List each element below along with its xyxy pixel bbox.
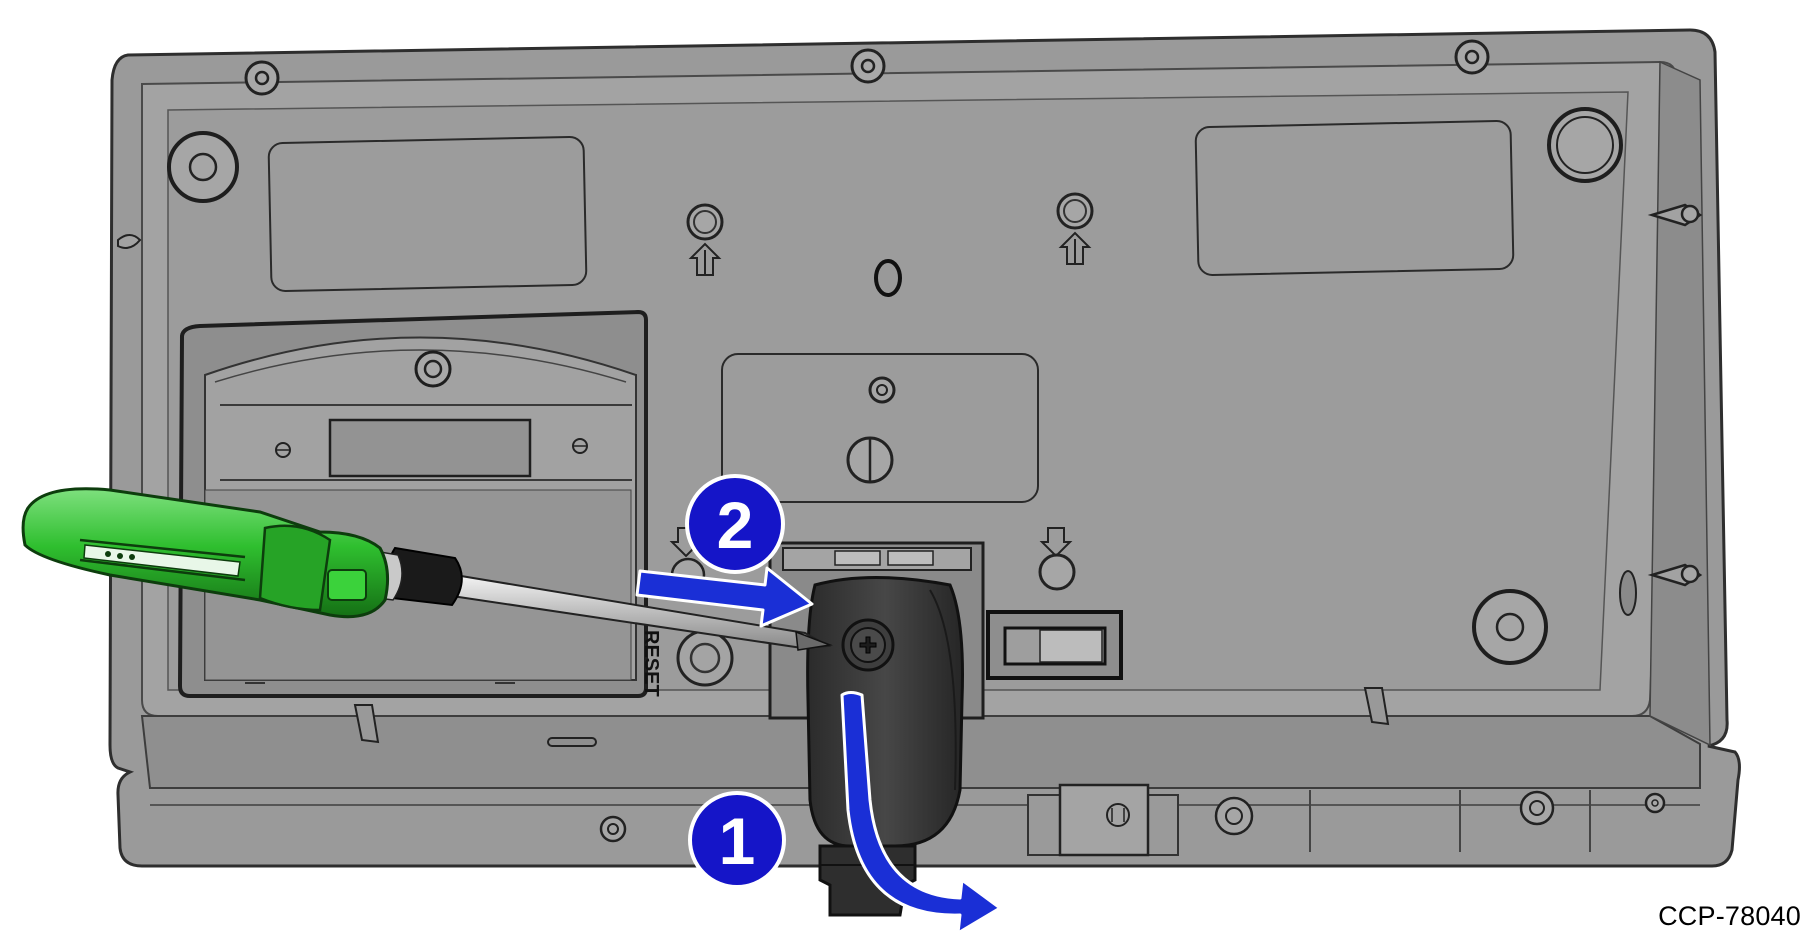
label-recess-left [267, 135, 588, 292]
down-arrow-marker [1039, 527, 1073, 558]
right-side-clip-lower [1647, 563, 1703, 587]
compartment-slot [328, 418, 532, 478]
screw-post-top-center [850, 48, 886, 84]
screwdriver-tip [795, 630, 833, 651]
mounting-hole-left [686, 203, 724, 241]
bottom-clip-left [353, 704, 380, 744]
bracket-screw [841, 618, 895, 672]
up-arrow-marker-right [1058, 231, 1092, 265]
callout-2-number: 2 [717, 488, 754, 562]
bottom-screw-center [1214, 796, 1254, 836]
label-recess-right [1194, 119, 1515, 276]
up-arrow-marker-left [688, 242, 722, 276]
bottom-clip-right [1363, 687, 1390, 726]
right-side-slot [1619, 570, 1637, 616]
bottom-screw-far-right [1644, 792, 1666, 814]
left-compartment [177, 309, 648, 698]
slide-switch [986, 610, 1123, 680]
top-screw-posts [244, 39, 1490, 96]
reset-button [676, 629, 734, 687]
right-side-clip-upper [1647, 203, 1703, 227]
bracket-arm [806, 576, 964, 848]
curved-arrow-icon [840, 691, 1002, 935]
label-recess-center [721, 353, 1039, 503]
screwdriver-icon [21, 487, 833, 651]
center-knob [846, 436, 894, 484]
switch-hole [1038, 553, 1076, 591]
screw-post-top-left [244, 60, 280, 96]
bottom-slot [547, 737, 597, 747]
mounting-hole-right [1056, 192, 1094, 230]
bottom-screw-right [1519, 790, 1555, 826]
corner-boss-top-right [1547, 107, 1623, 183]
corner-boss-bottom-right [1472, 589, 1548, 665]
reference-code: CCP-78040 [1658, 901, 1801, 931]
bottom-screw-left [599, 815, 627, 843]
callout-1-number: 1 [719, 804, 756, 878]
callout-1: 1 [688, 791, 786, 889]
compartment-small-hole-left [275, 442, 291, 458]
bottom-partitions [1309, 790, 1591, 852]
housing-right-slope [1649, 60, 1711, 747]
straight-arrow-icon [635, 566, 814, 628]
screw-icon [859, 636, 877, 654]
center-screw-hole [868, 376, 896, 404]
callout-2: 2 [685, 474, 785, 574]
compartment-small-hole-right [572, 438, 588, 454]
compartment-screw-post [414, 350, 452, 388]
left-side-clip [117, 234, 142, 249]
oval-slot-center [874, 259, 902, 297]
screw-post-top-right [1454, 39, 1490, 75]
reset-label: RESET [640, 630, 662, 697]
bottom-connector-block [1027, 783, 1179, 857]
corner-boss-top-left [167, 131, 239, 203]
